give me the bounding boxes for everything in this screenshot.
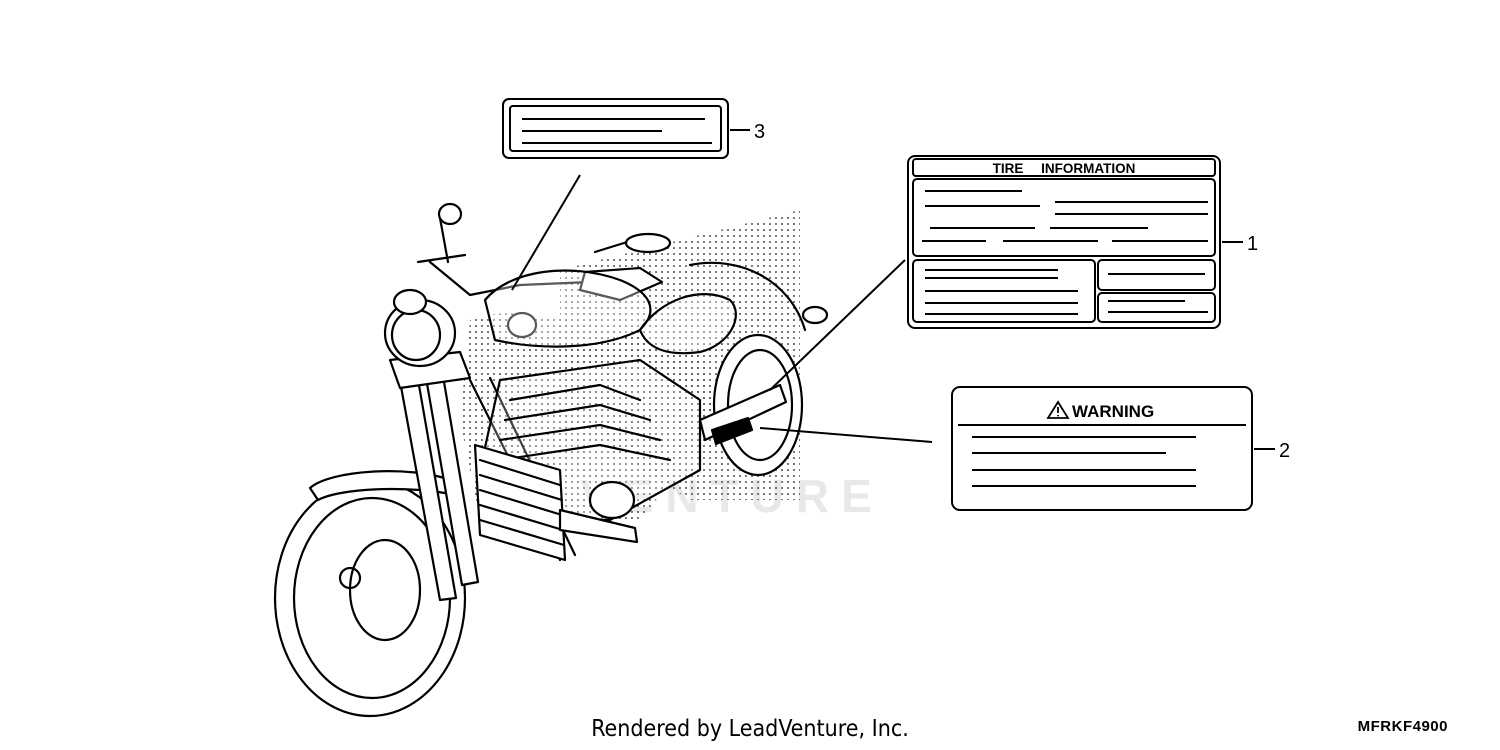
- callout-number-3: 3: [754, 121, 765, 143]
- tire-information-heading: TIRE INFORMATION: [993, 161, 1136, 176]
- motorcycle-illustration: [273, 202, 829, 718]
- rendered-by-footer: Rendered by LeadVenture, Inc.: [591, 716, 909, 742]
- warning-heading: WARNING: [1072, 402, 1154, 421]
- callout-number-2: 2: [1279, 440, 1290, 462]
- warning-triangle-icon: [1046, 400, 1070, 419]
- callout-number-1: 1: [1247, 233, 1258, 255]
- diagram-code: MFRKF4900: [1357, 718, 1448, 735]
- label-2-warning: [759, 386, 1275, 511]
- label-1-tire-information: [769, 155, 1243, 391]
- label-3: [502, 98, 750, 291]
